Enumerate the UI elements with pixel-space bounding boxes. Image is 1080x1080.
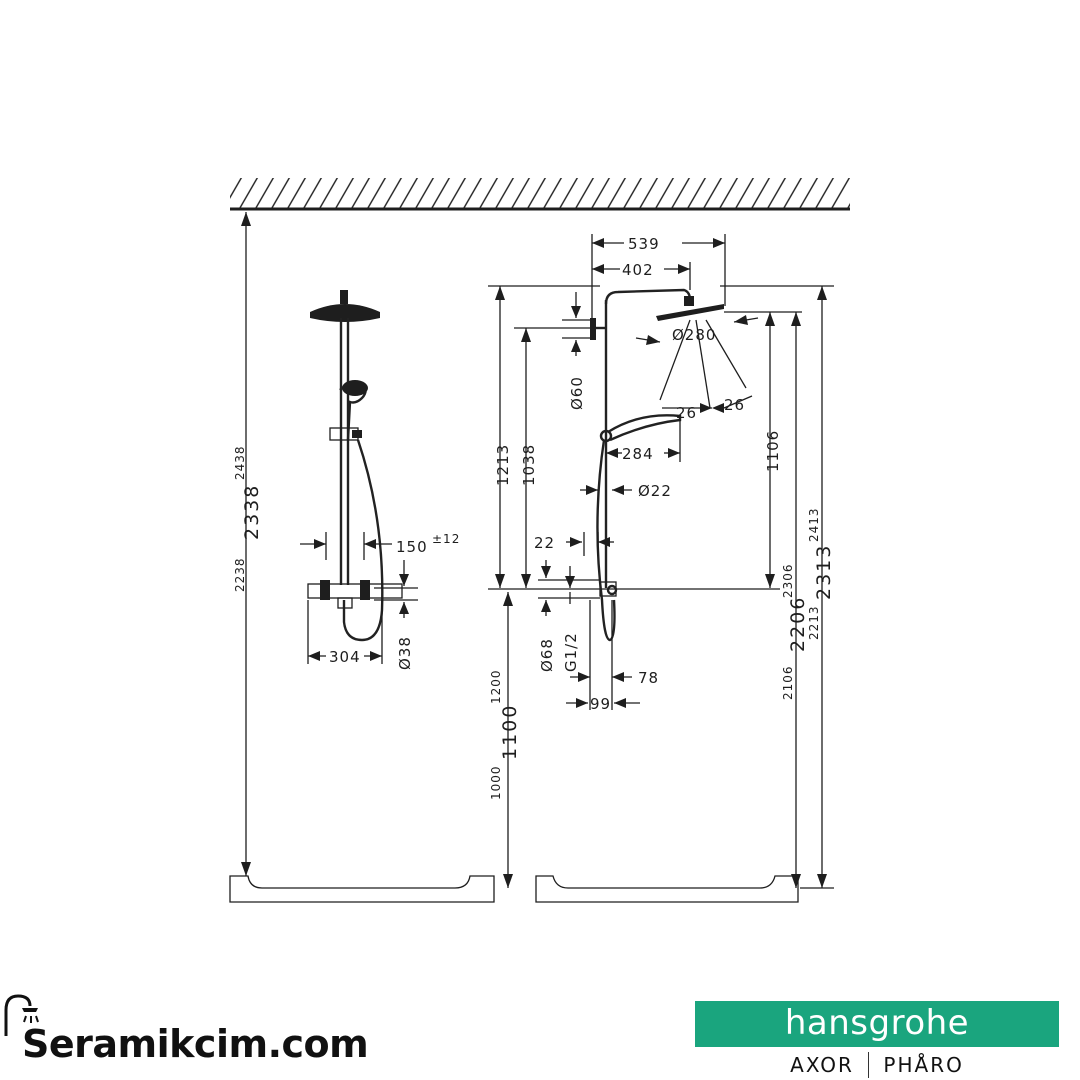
floor-left — [229, 875, 495, 903]
dim-284: 284 — [622, 445, 654, 463]
dim-1213: 1213 — [494, 444, 512, 486]
dim-68: Ø68 — [538, 638, 556, 672]
dimension-150 — [300, 532, 392, 560]
dimension-99 — [566, 698, 640, 708]
dimension-60 — [562, 292, 594, 356]
dim-280: Ø280 — [672, 326, 716, 344]
dimension-left-height — [241, 212, 251, 876]
dimension-1106 — [724, 311, 780, 588]
dimension-284 — [606, 420, 681, 462]
dim-2306: 2306 — [781, 563, 795, 598]
brand-row: AXOR PHÅRO — [695, 1052, 1059, 1078]
dim-1100: 1100 — [499, 704, 521, 760]
dim-99: 99 — [590, 695, 611, 713]
dim-2413: 2413 — [807, 507, 821, 542]
dim-1000: 1000 — [489, 765, 503, 800]
dimension-68 — [538, 560, 600, 616]
dim-2213: 2213 — [807, 605, 821, 640]
dim-2313: 2313 — [813, 544, 835, 600]
dim-1200: 1200 — [489, 669, 503, 704]
dim-150-tolerance: ±12 — [432, 532, 460, 546]
dimension-78 — [570, 600, 632, 710]
dimension-402 — [592, 262, 691, 290]
dim-60: Ø60 — [568, 376, 586, 410]
hansgrohe-logo: hansgrohe — [784, 1003, 970, 1043]
dimension-304 — [307, 600, 383, 664]
brand-separator — [867, 1052, 870, 1078]
dim-22: 22 — [534, 534, 555, 552]
dimension-22 — [566, 532, 614, 556]
dim-26b: 26 — [724, 396, 745, 414]
ceiling — [230, 178, 850, 211]
dim-304: 304 — [329, 648, 361, 666]
dim-26a: 26 — [676, 404, 697, 422]
brand-pharo: PHÅRO — [883, 1053, 964, 1077]
dimension-539 — [591, 234, 726, 318]
dim-38: Ø38 — [396, 636, 414, 670]
dim-1106: 1106 — [764, 430, 782, 472]
dimension-1038 — [514, 327, 592, 588]
dimension-2206 — [780, 311, 802, 888]
dim-2338: 2338 — [241, 484, 263, 540]
dim-22-dia: Ø22 — [638, 482, 672, 500]
dimension-26 — [662, 395, 753, 413]
dimension-2313 — [720, 285, 834, 889]
dimension-22-dia — [580, 485, 632, 495]
dim-2238: 2238 — [233, 557, 247, 592]
dim-150: 150 — [396, 538, 428, 556]
floor-right — [535, 875, 799, 903]
dimension-1213 — [488, 285, 600, 588]
front-view-shower — [307, 290, 403, 642]
dim-2438: 2438 — [233, 445, 247, 480]
brand-axor: AXOR — [790, 1053, 854, 1077]
dim-2106: 2106 — [781, 665, 795, 700]
dim-78: 78 — [638, 669, 659, 687]
shower-icon — [4, 994, 39, 1036]
dim-1038: 1038 — [520, 444, 538, 486]
dimension-38 — [374, 560, 418, 618]
dim-539: 539 — [628, 235, 660, 253]
dim-2206: 2206 — [787, 596, 809, 652]
site-name: Seramikcim.com — [22, 1022, 369, 1066]
dim-g12: G1/2 — [562, 632, 580, 672]
hansgrohe-logo-box — [695, 1001, 1059, 1047]
dimension-1100 — [503, 592, 513, 888]
dim-402: 402 — [622, 261, 654, 279]
dimension-280 — [635, 315, 759, 409]
